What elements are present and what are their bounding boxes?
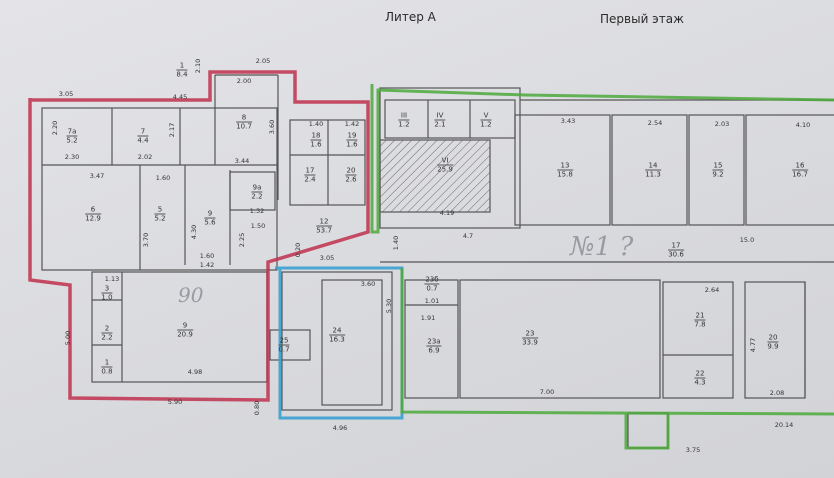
dimension-label: 3.60 [268, 119, 276, 135]
dimension-label: 3.70 [142, 232, 150, 248]
dimension-label: 1.91 [420, 314, 436, 322]
dimension-label: 1.40 [392, 235, 400, 251]
dimension-label: 2.25 [238, 232, 246, 248]
dimension-label: 0.20 [294, 242, 302, 258]
wall-left-block [41, 107, 278, 271]
dimension-label: 1.42 [199, 261, 215, 269]
dimension-label: 5.90 [167, 398, 183, 406]
dimension-label: 2.05 [255, 57, 271, 65]
dimension-label: 4.7 [462, 232, 474, 240]
dimension-label: 0.80 [253, 400, 261, 416]
dimension-label: 1.50 [250, 222, 266, 230]
floor-label: Первый этаж [600, 12, 684, 26]
dimension-label: 1.60 [155, 174, 171, 182]
dimension-label: 2.64 [704, 286, 720, 294]
handwritten-note: №1 ? [570, 232, 634, 262]
dimension-label: 4.19 [439, 209, 455, 217]
dimension-label: 4.77 [749, 337, 757, 353]
dimension-label: 2.08 [769, 389, 785, 397]
dimension-label: 5.00 [64, 330, 72, 346]
green-outline [370, 84, 834, 234]
dimension-label: 5.30 [385, 298, 393, 314]
dimension-label: 1.13 [104, 275, 120, 283]
blue-outline [275, 266, 404, 420]
dimension-label: 1.32 [249, 207, 265, 215]
dimension-label: 3.47 [89, 172, 105, 180]
dimension-label: 4.45 [172, 93, 188, 101]
dimension-label: 4.96 [332, 424, 348, 432]
dimension-label: 2.10 [194, 58, 202, 74]
dimension-label: 2.30 [64, 153, 80, 161]
dimension-label: 4.10 [795, 121, 811, 129]
green-outline-porch [624, 414, 670, 450]
dimension-label: 4.98 [187, 368, 203, 376]
dimension-label: 20.14 [774, 421, 794, 429]
dimension-label: 1.40 [308, 120, 324, 128]
handwritten-note: 90 [178, 283, 204, 307]
dimension-label: 3.05 [58, 90, 74, 98]
dimension-label: 4.30 [190, 224, 198, 240]
liter-label: Литер А [385, 10, 436, 24]
dimension-label: 3.75 [685, 446, 701, 454]
green-outline-bottom [400, 268, 834, 416]
dimension-label: 2.17 [168, 122, 176, 138]
dimension-label: 3.44 [234, 157, 250, 165]
dimension-label: 3.05 [319, 254, 335, 262]
dimension-label: 3.60 [360, 280, 376, 288]
dimension-label: 2.20 [51, 120, 59, 136]
dimension-label: 15.0 [739, 236, 755, 244]
dimension-label: 2.02 [137, 153, 153, 161]
dimension-label: 7.00 [539, 388, 555, 396]
dimension-label: 1.42 [344, 120, 360, 128]
dimension-label: 2.03 [714, 120, 730, 128]
dimension-label: 2.00 [236, 77, 252, 85]
red-outline [28, 70, 370, 402]
dimension-label: 2.54 [647, 119, 663, 127]
dimension-label: 1.01 [424, 297, 440, 305]
dimension-label: 3.43 [560, 117, 576, 125]
dimension-label: 1.60 [199, 252, 215, 260]
